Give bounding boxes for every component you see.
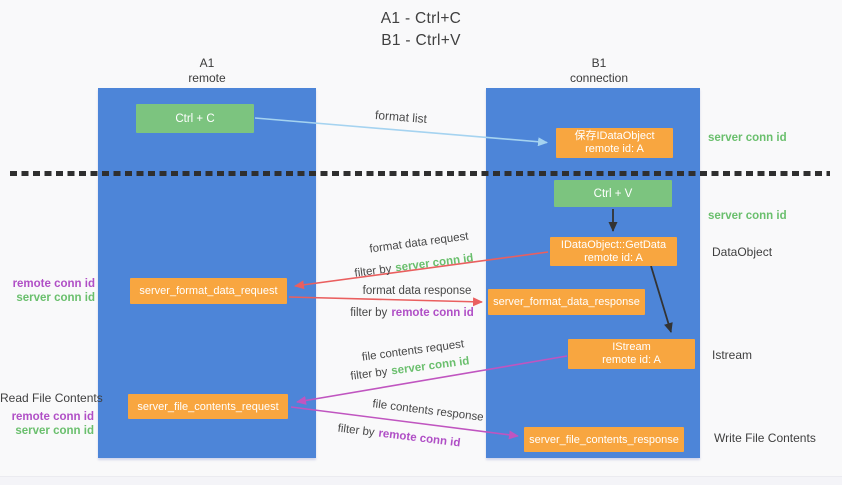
istream-label: Istream <box>712 348 753 362</box>
server-file-contents-response-label: server_file_contents_response <box>529 433 679 446</box>
lifeline-a1-subtitle: remote <box>188 70 226 85</box>
left-conn-id-block-top: remote conn id server conn id <box>10 278 95 305</box>
server-format-data-response-box: server_format_data_response <box>488 289 645 315</box>
remote-conn-id-text: remote conn id <box>377 427 462 450</box>
save-idataobject-line2: remote id: A <box>585 143 644 155</box>
left-conn-id-block-bottom: remote conn id server conn id <box>9 411 94 438</box>
filter-by-text: filter by <box>349 366 389 383</box>
lifeline-a1-header: A1 remote <box>147 56 267 85</box>
lifeline-b1-subtitle: connection <box>569 70 629 85</box>
server-conn-id-label-right-top: server conn id <box>708 132 787 144</box>
title-line-2: B1 - Ctrl+V <box>381 32 461 49</box>
istream-line1: IStream <box>612 341 651 353</box>
write-file-contents-label: Write File Contents <box>714 431 816 445</box>
server-format-data-response-label: server_format_data_response <box>493 296 640 308</box>
title-line-1: A1 - Ctrl+C <box>380 10 462 27</box>
lifeline-b1-header: B1 connection <box>539 56 659 85</box>
ctrl-v-label: Ctrl + V <box>593 187 633 200</box>
diagram-title: A1 - Ctrl+C B1 - Ctrl+V <box>0 8 842 52</box>
istream-box: IStream remote id: A <box>568 339 695 369</box>
remote-conn-id-label-left-top: remote conn id <box>12 278 95 290</box>
filter-by-text: filter by <box>336 422 376 439</box>
filter-by-text: filter by <box>353 263 393 280</box>
remote-conn-id-text: remote conn id <box>391 307 474 319</box>
save-idataobject-box: 保存IDataObject remote id: A <box>556 128 673 158</box>
lifeline-b1-title: B1 <box>591 56 607 70</box>
server-file-contents-response-box: server_file_contents_response <box>524 427 684 452</box>
format-list-label: format list <box>374 107 428 127</box>
filter-by-text: filter by <box>350 307 388 319</box>
remote-conn-id-label-left-bottom: remote conn id <box>11 411 94 423</box>
server-file-contents-request-label: server_file_contents_request <box>137 400 279 413</box>
server-conn-id-label-left-bottom: server conn id <box>15 424 94 437</box>
istream-line2: remote id: A <box>602 354 661 366</box>
format-data-response-label: format data response <box>362 285 472 297</box>
save-idataobject-line1: 保存IDataObject <box>574 130 655 142</box>
idataobject-getdata-box: IDataObject::GetData remote id: A <box>550 237 677 266</box>
server-format-data-request-box: server_format_data_request <box>130 278 287 304</box>
server-file-contents-request-box: server_file_contents_request <box>128 394 288 419</box>
format-data-request-label: format data request <box>368 230 470 256</box>
window-bottom-strip <box>0 476 842 485</box>
ctrl-c-box: Ctrl + C <box>136 104 254 133</box>
server-conn-id-label-left-top: server conn id <box>16 291 95 304</box>
getdata-line1: IDataObject::GetData <box>560 238 667 251</box>
server-conn-id-label-right-mid: server conn id <box>708 210 787 222</box>
getdata-line2: remote id: A <box>584 251 643 264</box>
read-file-contents-label: Read File Contents <box>0 391 103 405</box>
file-contents-response-label: file contents response <box>371 398 485 424</box>
ctrl-v-box: Ctrl + V <box>554 180 672 207</box>
lifeline-a1-title: A1 <box>199 56 215 70</box>
format-data-response-arrow <box>288 296 483 307</box>
server-format-data-request-label: server_format_data_request <box>139 285 278 297</box>
server-conn-id-text: server conn id <box>390 355 471 378</box>
dataobject-label: DataObject <box>712 245 773 259</box>
server-conn-id-text: server conn id <box>394 252 475 275</box>
ctrl-c-label: Ctrl + C <box>175 112 215 125</box>
